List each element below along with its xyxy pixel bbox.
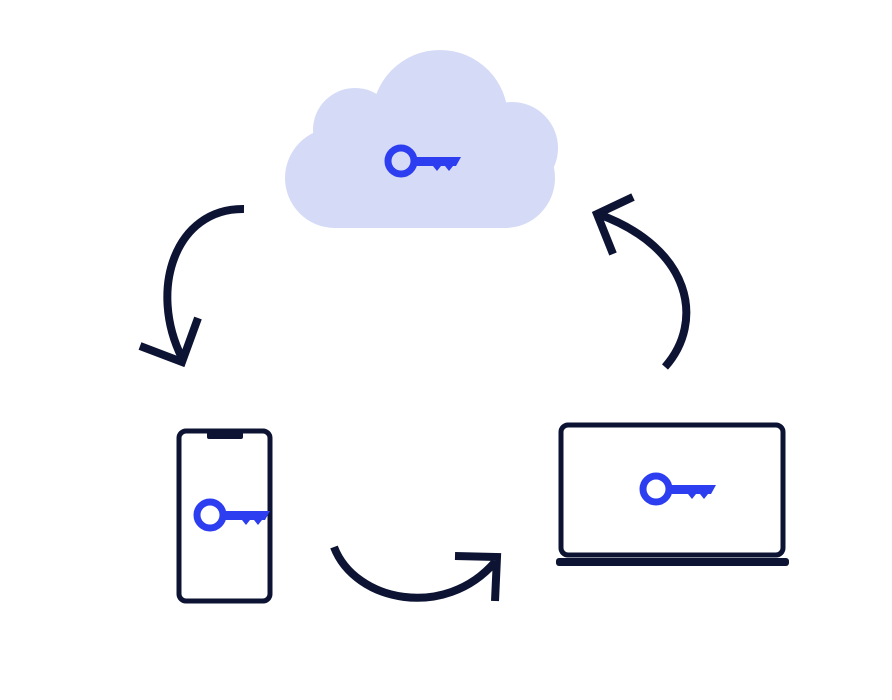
laptop-base-icon [556, 558, 789, 566]
phone-notch [207, 432, 243, 439]
phone-node [176, 428, 273, 604]
laptop-to-cloud-arrow [591, 193, 691, 370]
cloud-icon [285, 50, 558, 228]
laptop-node [556, 422, 789, 566]
phone-key-icon [197, 502, 270, 528]
cloud-to-phone-arrow [138, 204, 245, 368]
laptop-key-icon [643, 476, 716, 502]
curved-arrow-icon [330, 545, 499, 602]
curved-arrow-icon [163, 204, 245, 360]
phone-to-laptop-arrow [330, 545, 502, 602]
curved-arrow-icon [596, 210, 691, 370]
smartphone-icon [176, 428, 273, 604]
laptop-screen-icon [558, 422, 786, 558]
cloud-node [285, 50, 558, 228]
